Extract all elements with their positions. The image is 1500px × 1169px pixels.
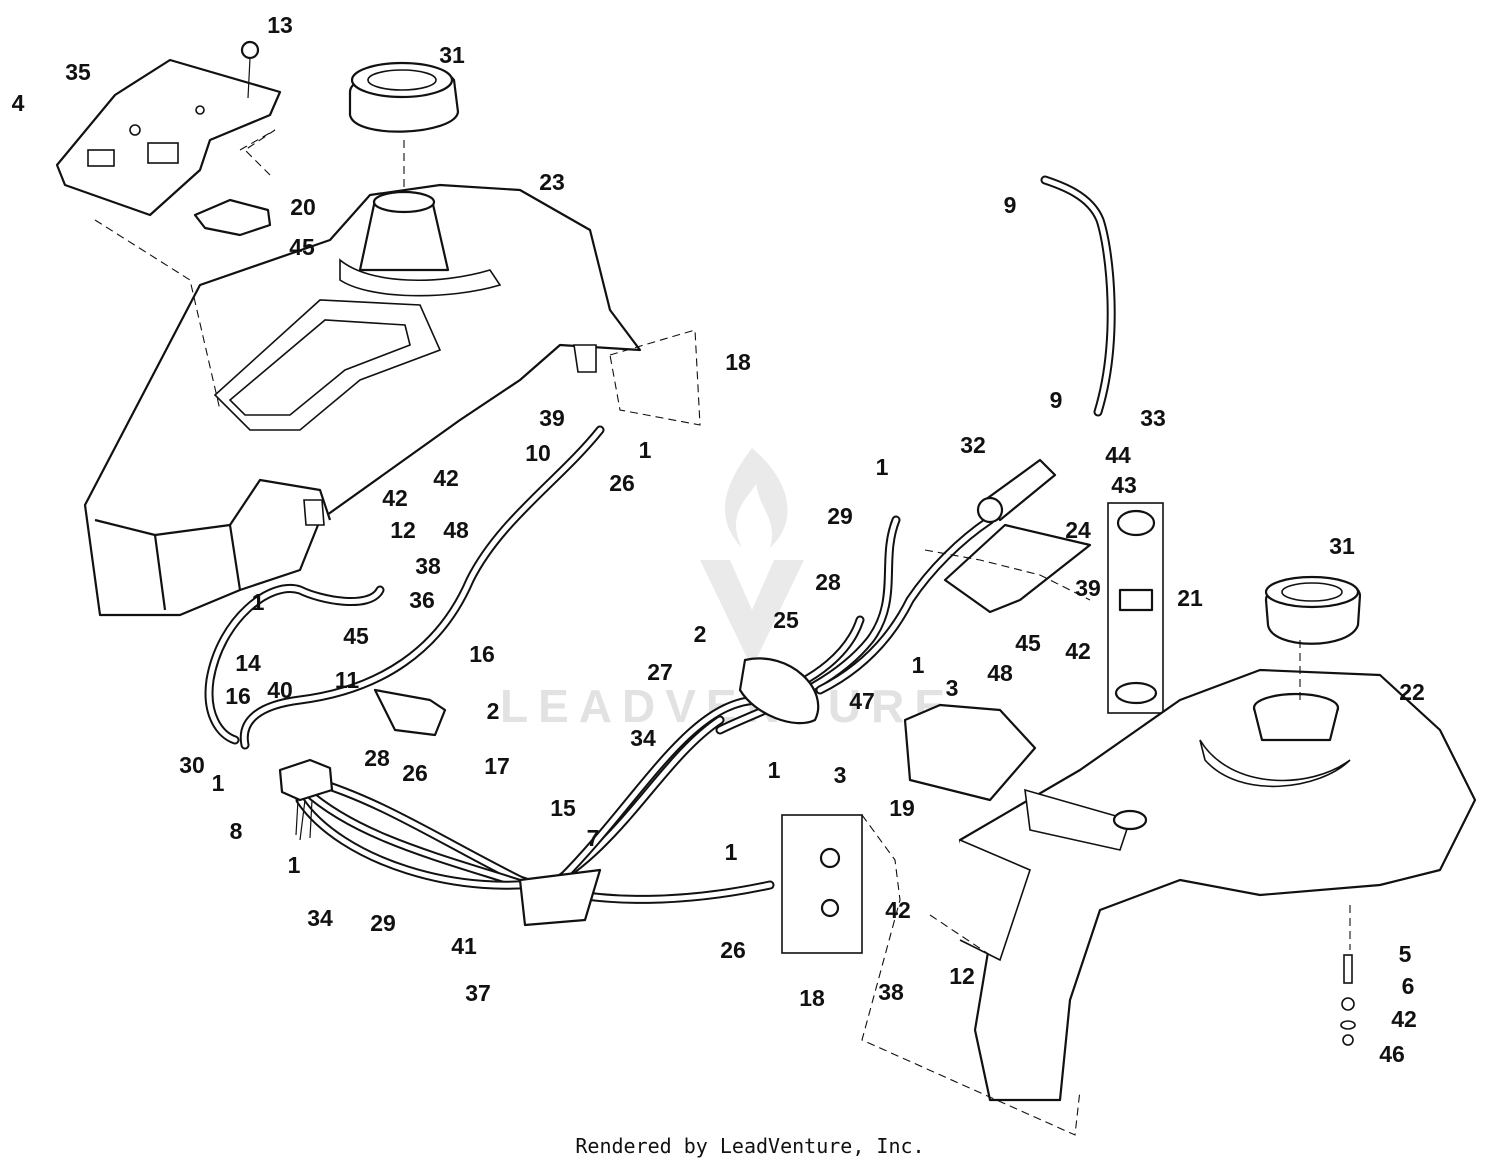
part-callout: 26 (609, 470, 635, 496)
part-callout: 45 (1015, 630, 1041, 656)
part-callout: 17 (484, 753, 510, 779)
part-callout: 25 (773, 607, 799, 633)
part-callout: 26 (720, 937, 746, 963)
pump-mount-plate (943, 523, 1092, 614)
part-callout: 4 (12, 90, 25, 116)
part-callout: 22 (1399, 679, 1425, 705)
part-callout: 19 (889, 795, 915, 821)
part-callout: 9 (1050, 387, 1063, 413)
part-callout: 10 (525, 440, 551, 466)
part-callout: 2 (487, 698, 500, 724)
part-callout: 48 (987, 660, 1013, 686)
part-callout: 42 (1391, 1006, 1417, 1032)
part-callout: 14 (235, 650, 261, 676)
part-callout: 40 (267, 677, 293, 703)
part-callout: 2 (694, 621, 707, 647)
part-callout: 3 (834, 762, 847, 788)
part-callout: 1 (252, 589, 265, 615)
part-callout: 44 (1105, 442, 1131, 468)
part-callout: 33 (1140, 405, 1166, 431)
part-callout: 6 (1402, 973, 1415, 999)
hose-clamp-bracket (373, 657, 820, 927)
part-callout: 8 (230, 818, 243, 844)
part-callout: 45 (289, 234, 315, 260)
part-callout: 42 (433, 465, 459, 491)
part-callout: 41 (451, 933, 477, 959)
part-callout: 16 (225, 683, 251, 709)
part-callout: 1 (876, 454, 889, 480)
part-callout: 38 (415, 553, 441, 579)
part-callout: 36 (409, 587, 435, 613)
part-callout: 20 (290, 194, 316, 220)
part-callout: 9 (1004, 192, 1017, 218)
part-callout: 42 (1065, 638, 1091, 664)
part-callout: 18 (799, 985, 825, 1011)
part-callout: 46 (1379, 1041, 1405, 1067)
part-callout: 12 (390, 517, 416, 543)
part-callout: 1 (212, 770, 225, 796)
tank-cap-left (348, 61, 460, 133)
part-callout: 15 (550, 795, 576, 821)
part-callout: 31 (439, 42, 465, 68)
part-callout: 28 (364, 745, 390, 771)
drain-hardware (1340, 954, 1356, 1046)
part-callout: 43 (1111, 472, 1137, 498)
part-callout: 28 (815, 569, 841, 595)
assembly-guide-lines (94, 129, 1351, 1136)
part-callout: 12 (949, 963, 975, 989)
part-callout: 13 (267, 12, 293, 38)
part-callout: 39 (539, 405, 565, 431)
part-callout: 21 (1177, 585, 1203, 611)
fuel-pump (976, 458, 1057, 524)
inline-filter-detail (781, 814, 863, 954)
part-callout: 39 (1075, 575, 1101, 601)
part-callout: 34 (307, 905, 333, 931)
part-callout: 45 (343, 623, 369, 649)
footer-credit: Rendered by LeadVenture, Inc. (575, 1134, 925, 1158)
ignition-switch (193, 40, 272, 237)
part-callout: 34 (630, 725, 656, 751)
part-callout: 30 (179, 752, 205, 778)
control-plate (55, 58, 282, 217)
fuel-sender-housing (903, 703, 1037, 802)
part-callout: 29 (827, 503, 853, 529)
left-fuel-tank (83, 183, 642, 617)
part-callout: 35 (65, 59, 91, 85)
part-callout: 31 (1329, 533, 1355, 559)
part-callout: 16 (469, 641, 495, 667)
part-callout: 48 (443, 517, 469, 543)
part-callout: 26 (402, 760, 428, 786)
right-fuel-tank (958, 668, 1477, 1102)
part-callout: 1 (288, 852, 301, 878)
part-callout: 18 (725, 349, 751, 375)
part-callout: 29 (370, 910, 396, 936)
part-callout: 47 (849, 688, 875, 714)
part-callout: 3 (946, 675, 959, 701)
part-callout: 1 (768, 757, 781, 783)
part-callout: 38 (878, 979, 904, 1005)
part-callout: 7 (587, 825, 600, 851)
part-callout: 1 (725, 839, 738, 865)
part-callout: 32 (960, 432, 986, 458)
part-callout: 1 (912, 652, 925, 678)
part-callout: 23 (539, 169, 565, 195)
tank-cap-right (1264, 575, 1362, 645)
fuel-sender (1107, 502, 1164, 714)
part-callout: 11 (335, 667, 360, 693)
part-callout: 24 (1065, 517, 1091, 543)
part-callout: 5 (1399, 941, 1412, 967)
part-callout: 1 (639, 437, 652, 463)
part-callout: 42 (885, 897, 911, 923)
part-callout: 42 (382, 485, 408, 511)
part-callout: 27 (647, 659, 673, 685)
part-callout: 37 (465, 980, 491, 1006)
fuel-valve (278, 758, 334, 841)
